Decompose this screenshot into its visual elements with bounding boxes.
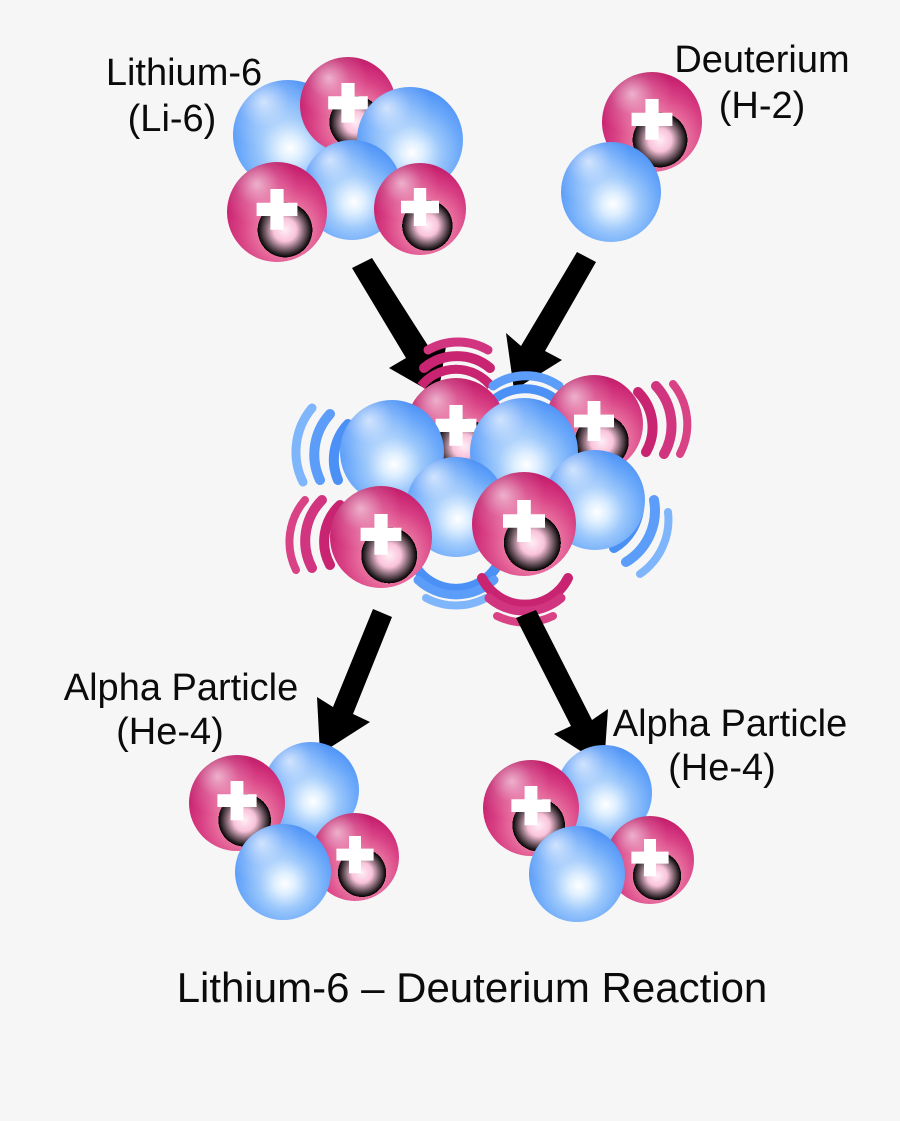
arrow-deuterium-to-core xyxy=(506,252,596,390)
arrow-core-to-alpha-left xyxy=(317,609,392,754)
lithium-label-line2: (Li-6) xyxy=(128,98,217,140)
alpha-left-label-line2: (He-4) xyxy=(116,711,224,753)
label-alpha-particle-left: Alpha Particle (He-4) xyxy=(64,667,298,753)
nucleus-lithium-6 xyxy=(227,57,466,262)
plus-icon xyxy=(328,83,368,123)
plus-icon xyxy=(256,189,298,230)
nucleus-deuterium xyxy=(561,72,702,242)
nucleus-alpha-right xyxy=(483,745,694,922)
proton xyxy=(227,162,327,262)
vibration-arc-neutron xyxy=(291,403,353,487)
proton xyxy=(189,755,285,851)
plus-icon xyxy=(217,781,257,821)
neutron xyxy=(235,824,331,920)
alpha-left-label-line1: Alpha Particle xyxy=(64,667,298,709)
plus-icon xyxy=(631,99,673,140)
label-deuterium: Deuterium (H-2) xyxy=(674,39,849,127)
arrow-core-to-alpha-right xyxy=(516,610,608,766)
figure-caption: Lithium-6 – Deuterium Reaction xyxy=(177,964,768,1011)
neutron xyxy=(561,142,661,242)
proton xyxy=(472,472,576,576)
alpha-right-label-line1: Alpha Particle xyxy=(613,703,847,745)
nucleus-alpha-left xyxy=(189,742,399,920)
plus-icon xyxy=(631,839,669,877)
proton xyxy=(311,813,399,901)
plus-icon xyxy=(511,786,551,826)
vibration-arc-proton xyxy=(285,495,345,574)
plus-icon xyxy=(503,500,545,542)
deuterium-label-line2: (H-2) xyxy=(719,85,806,127)
label-lithium-6: Lithium-6 (Li-6) xyxy=(106,52,262,140)
neutron xyxy=(263,742,359,838)
plus-icon xyxy=(401,188,439,226)
proton xyxy=(330,486,432,588)
proton xyxy=(606,816,694,904)
plus-icon xyxy=(336,836,374,874)
plus-icon xyxy=(435,405,477,446)
neutron xyxy=(529,826,625,922)
deuterium-label-line1: Deuterium xyxy=(674,39,849,81)
nucleus-compound-excited xyxy=(285,337,692,627)
lithium-label-line1: Lithium-6 xyxy=(106,52,262,94)
label-alpha-particle-right: Alpha Particle (He-4) xyxy=(613,703,847,789)
neutron xyxy=(556,745,652,841)
arrow-lithium-to-core xyxy=(352,258,447,396)
proton xyxy=(374,163,466,255)
plus-icon xyxy=(574,401,614,441)
plus-icon xyxy=(360,514,402,555)
alpha-right-label-line2: (He-4) xyxy=(668,747,776,789)
vibration-arc-proton xyxy=(633,380,692,459)
